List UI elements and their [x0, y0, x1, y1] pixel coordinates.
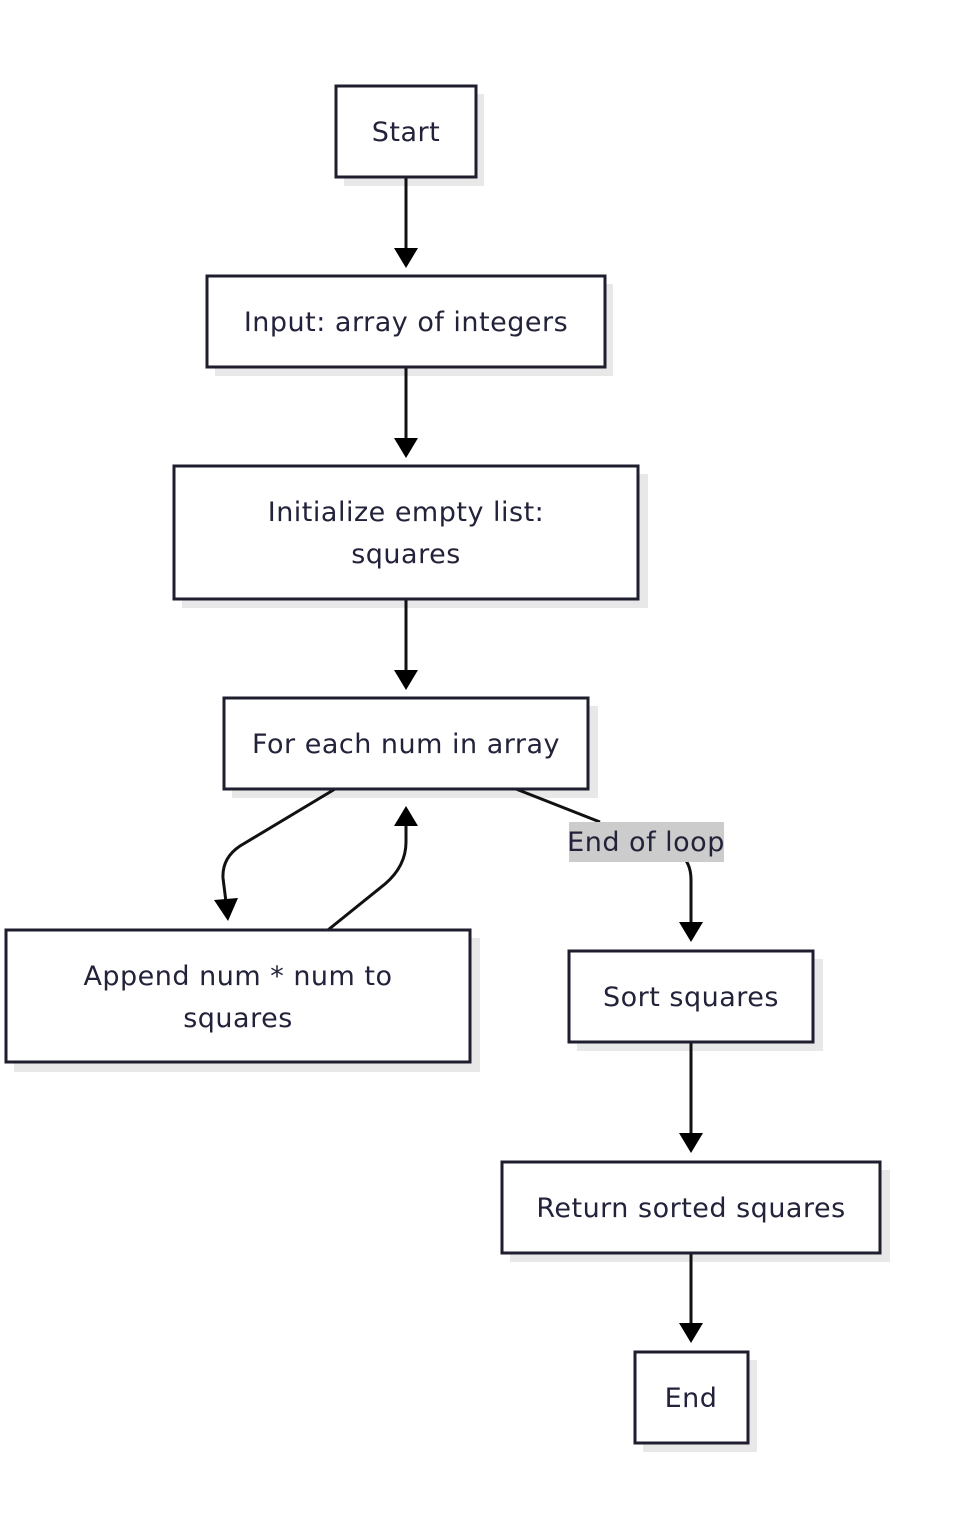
input-node-box — [205, 274, 607, 369]
loop-node-box — [222, 696, 590, 791]
loop-node[interactable]: For each num in array — [222, 696, 590, 791]
append-node-label-line2: squares — [183, 1003, 293, 1034]
edge-loop-to-label — [515, 787, 601, 824]
init-node-label-line2: squares — [351, 539, 461, 570]
arrowhead — [679, 1323, 703, 1343]
return-node-label: Return sorted squares — [536, 1193, 845, 1224]
end-node-box — [633, 1350, 750, 1445]
edge-label-to-sort — [682, 857, 693, 922]
init-node-box — [172, 464, 640, 601]
end-node[interactable]: End — [633, 1350, 750, 1445]
append-node-label-line1: Append num * num to — [83, 961, 392, 992]
arrowhead — [214, 898, 238, 921]
arrowhead — [394, 670, 418, 690]
input-node-label: Input: array of integers — [244, 307, 568, 338]
start-node-box — [334, 84, 478, 179]
return-node[interactable]: Return sorted squares — [500, 1160, 882, 1255]
arrowhead — [679, 1133, 703, 1153]
arrowhead — [394, 438, 418, 458]
arrowhead — [394, 806, 418, 826]
sort-node-box — [567, 949, 815, 1044]
edge-loop-to-append — [221, 787, 336, 903]
sort-node-label: Sort squares — [603, 982, 779, 1013]
input-node[interactable]: Input: array of integers — [205, 274, 607, 369]
loop-node-label: For each num in array — [252, 729, 560, 760]
init-node-label-line1: Initialize empty list: — [268, 497, 545, 528]
sort-node[interactable]: Sort squares — [567, 949, 815, 1044]
start-node-label: Start — [372, 117, 440, 148]
arrowhead — [394, 248, 418, 268]
edge-append-to-loop — [317, 826, 408, 940]
init-node[interactable]: Initialize empty list: squares — [172, 464, 640, 601]
append-node[interactable]: Append num * num to squares — [4, 928, 472, 1064]
edge-label-background — [569, 822, 724, 862]
start-node[interactable]: Start — [334, 84, 478, 179]
end-node-label: End — [665, 1383, 718, 1414]
edge-label-end-of-loop: End of loop — [567, 827, 725, 858]
arrowhead — [679, 922, 703, 942]
return-node-box — [500, 1160, 882, 1255]
append-node-box — [4, 928, 472, 1064]
